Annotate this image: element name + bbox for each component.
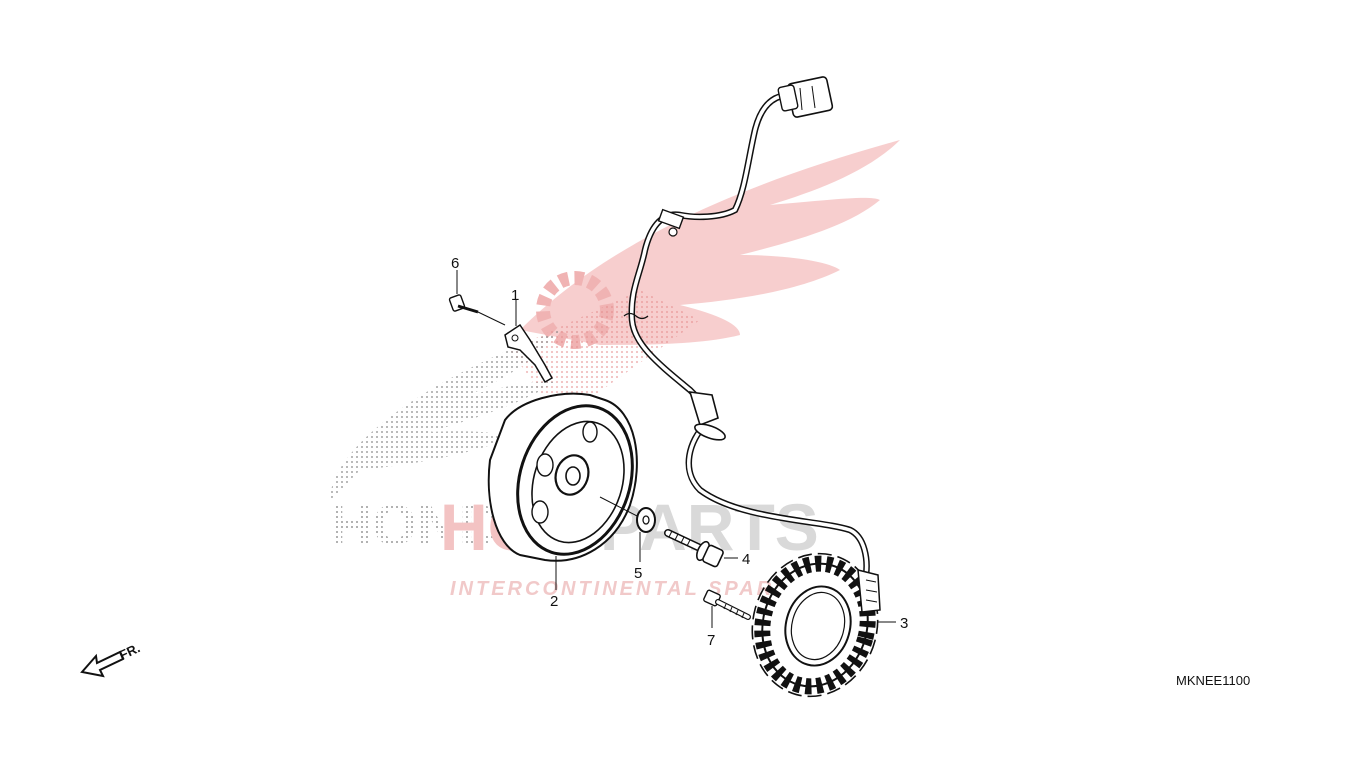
washer-part-5: [599, 496, 656, 533]
bolt-part-7: [703, 589, 751, 620]
front-arrow-icon: [80, 650, 125, 678]
front-label: FR.: [117, 640, 142, 662]
flywheel-part-2: [487, 392, 638, 562]
harness-grommet: [688, 391, 726, 441]
callout-3: 3: [900, 615, 908, 632]
watermark-dotted-wing: [330, 330, 560, 500]
wire-harness: [623, 76, 870, 576]
bracket-part-1: [504, 323, 554, 384]
callout-numbers: 6 1 2 5 4 7 3: [451, 255, 908, 649]
callout-1: 1: [511, 287, 519, 304]
watermark-wing: [520, 140, 900, 345]
stator-part-3: [751, 552, 881, 698]
leader-lines: [456, 270, 896, 628]
callout-6: 6: [451, 255, 459, 272]
callout-2: 2: [550, 593, 558, 610]
front-direction-indicator: FR.: [80, 640, 142, 678]
harness-connector: [777, 76, 834, 118]
callout-5: 5: [634, 565, 642, 582]
harness-clip: [657, 208, 685, 237]
callout-4: 4: [742, 551, 750, 568]
flange-bolt-part-4: [664, 529, 724, 568]
watermark-tagline: INTERCONTINENTAL SPARE PARTS: [450, 578, 880, 600]
bolt-part-6: [448, 294, 506, 326]
watermark-logo: HONDA HO PARTS INTERCONTINENTAL SPARE PA…: [330, 140, 900, 600]
callout-7: 7: [707, 632, 715, 649]
diagram-code: MKNEE1100: [1176, 673, 1250, 688]
